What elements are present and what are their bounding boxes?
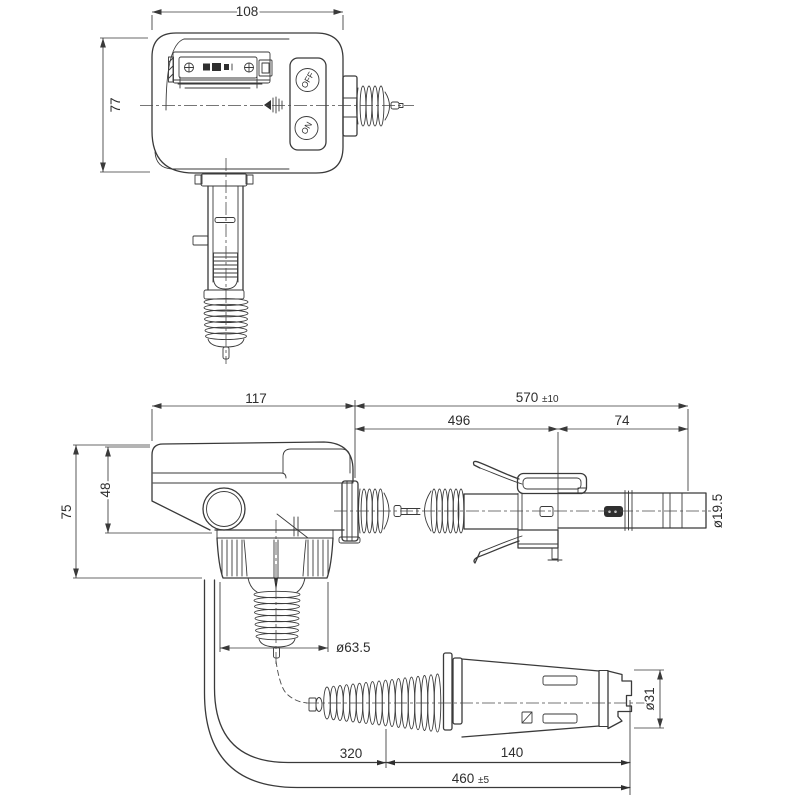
dim-total-reach-tolerance: ±5 bbox=[478, 775, 489, 786]
dim-total-height: 75 bbox=[59, 504, 74, 519]
button-off-label: OFF bbox=[299, 70, 316, 90]
label-badge bbox=[604, 506, 623, 517]
outlet-bellows bbox=[247, 520, 306, 664]
valve-body-top bbox=[151, 32, 344, 174]
battery-polarity-icon bbox=[203, 63, 233, 71]
cartridge-end-cap bbox=[607, 670, 633, 730]
dim-handle-length: 140 bbox=[501, 745, 524, 760]
dim-top-body-width: 108 bbox=[236, 4, 259, 19]
dim-nut-diameter: ø63.5 bbox=[336, 640, 371, 655]
dim-hose-length: 320 bbox=[340, 746, 363, 761]
valve-knob-side bbox=[202, 487, 246, 531]
handle-assembly bbox=[306, 652, 652, 738]
side-view-dimensions: 117 570 ±10 496 74 ø19.5 48 75 ø63.5 bbox=[57, 388, 727, 657]
handle-slot bbox=[542, 675, 578, 686]
side-view: 117 570 ±10 496 74 ø19.5 48 75 ø63.5 bbox=[57, 388, 727, 664]
side-tab bbox=[192, 235, 209, 246]
top-view-dimensions: 108 77 bbox=[100, 2, 344, 173]
button-on-label: ON bbox=[299, 120, 314, 136]
dim-tip-length: 74 bbox=[614, 413, 630, 428]
mounting-clip bbox=[472, 460, 588, 564]
handle-slot bbox=[542, 713, 578, 724]
dim-top-body-height: 77 bbox=[108, 97, 123, 112]
lance-assembly bbox=[334, 460, 716, 564]
dim-total-reach: 460 bbox=[452, 771, 475, 786]
hose-handle-view: 320 140 460 ±5 ø31 bbox=[203, 579, 664, 795]
button-panel: OFF ON bbox=[289, 57, 327, 151]
off-button bbox=[295, 68, 320, 92]
probe-assembly-top bbox=[192, 158, 254, 364]
adjuster-icon bbox=[264, 96, 283, 114]
dim-side-body-width: 117 bbox=[245, 391, 267, 406]
top-view: OFF ON bbox=[100, 2, 414, 364]
knurled-nut bbox=[216, 537, 334, 591]
gas-inlet-connector-top bbox=[342, 75, 404, 137]
dim-side-body-height: 48 bbox=[98, 482, 113, 497]
dim-overall-tolerance: ±10 bbox=[542, 394, 559, 405]
dim-overall-length: 570 bbox=[516, 390, 539, 405]
dim-tube-diameter: ø19.5 bbox=[710, 494, 725, 529]
hose-phantom-centerline bbox=[275, 660, 308, 704]
battery-compartment bbox=[168, 51, 273, 89]
hose-view-dimensions: 320 140 460 ±5 ø31 bbox=[338, 669, 664, 795]
dim-handle-diameter: ø31 bbox=[642, 687, 657, 710]
hose bbox=[203, 579, 631, 789]
on-button bbox=[294, 116, 319, 140]
inner-spring bbox=[213, 252, 238, 290]
outlet-flange bbox=[338, 480, 361, 544]
valve-body-side bbox=[151, 441, 354, 539]
dim-lance-length: 496 bbox=[448, 413, 471, 428]
